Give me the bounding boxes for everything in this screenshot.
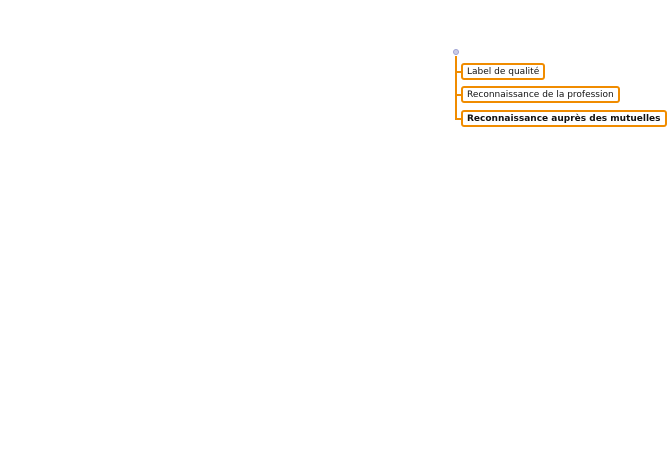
branch-stub-1 bbox=[455, 71, 461, 73]
topic-node-reconnaissance-mutuelles[interactable]: Reconnaissance auprès des mutuelles bbox=[461, 110, 667, 127]
topic-node-label-de-qualite[interactable]: Label de qualité bbox=[461, 63, 546, 80]
topic-node-reconnaissance-profession[interactable]: Reconnaissance de la profession bbox=[461, 86, 620, 103]
branch-trunk-line bbox=[455, 56, 457, 120]
branch-stub-3 bbox=[455, 118, 461, 120]
branch-stub-2 bbox=[455, 94, 461, 96]
collapse-dot-icon[interactable] bbox=[453, 49, 459, 55]
